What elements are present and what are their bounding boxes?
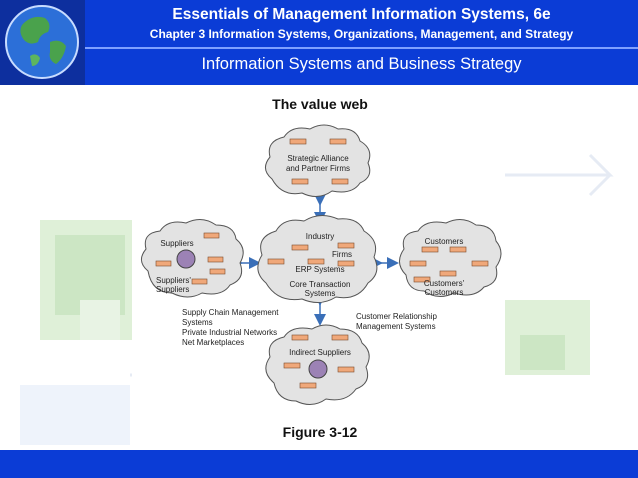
- right-cloud-bottom1: Customers': [424, 279, 465, 288]
- slide-heading: The value web: [272, 96, 368, 112]
- indirect-supplier-node: [308, 359, 328, 379]
- value-web-figure: Strategic Alliance and Partner Firms Sup…: [132, 121, 505, 411]
- center-erp: ERP Systems: [295, 265, 344, 274]
- slide-header: [0, 0, 638, 85]
- supplier-node: [176, 249, 196, 269]
- right-note: Customer Relationship Management Systems: [356, 312, 437, 331]
- right-cloud-top: Customers: [425, 237, 464, 246]
- center-industry: Industry: [306, 232, 334, 241]
- center-core1: Core Transaction: [290, 280, 351, 289]
- chapter-title: Chapter 3 Information Systems, Organizat…: [149, 27, 574, 41]
- center-firms: Firms: [332, 250, 352, 259]
- value-web-diagram: Strategic Alliance and Partner Firms Sup…: [141, 124, 502, 405]
- top-cloud-line2: and Partner Firms: [286, 164, 350, 173]
- bottom-cloud-label: Indirect Suppliers: [289, 348, 351, 357]
- background-decoration: [20, 153, 614, 445]
- left-note-line4: Net Marketplaces: [182, 338, 244, 347]
- right-cloud-bottom2: Customers: [425, 288, 464, 297]
- top-cloud-line1: Strategic Alliance: [287, 154, 349, 163]
- left-note-line2: Systems: [182, 318, 213, 327]
- strategic-alliance-cloud: Strategic Alliance and Partner Firms: [265, 124, 371, 197]
- left-cloud-top: Suppliers: [160, 239, 193, 248]
- right-note-line1: Customer Relationship: [356, 312, 437, 321]
- slide-footer: [0, 450, 638, 478]
- left-cloud-bottom2: Suppliers: [156, 285, 189, 294]
- suppliers-cloud: Suppliers Suppliers' Suppliers: [141, 219, 244, 298]
- section-subtitle: Information Systems and Business Strateg…: [201, 55, 522, 73]
- center-core2: Systems: [305, 289, 336, 298]
- industry-cloud: Industry Firms ERP Systems Core Transact…: [257, 215, 378, 303]
- customers-cloud: Customers Customers' Customers: [399, 219, 502, 297]
- left-note-line1: Supply Chain Management: [182, 308, 279, 317]
- globe-logo: [0, 0, 85, 85]
- left-cloud-bottom1: Suppliers': [156, 276, 191, 285]
- left-note-line3: Private Industrial Networks: [182, 328, 277, 337]
- course-title: Essentials of Management Information Sys…: [172, 6, 551, 23]
- indirect-suppliers-cloud: Indirect Suppliers: [265, 324, 370, 405]
- left-note: Supply Chain Management Systems Private …: [182, 308, 279, 347]
- figure-caption: Figure 3-12: [282, 424, 358, 440]
- header-divider: [85, 47, 638, 49]
- right-note-line2: Management Systems: [356, 322, 436, 331]
